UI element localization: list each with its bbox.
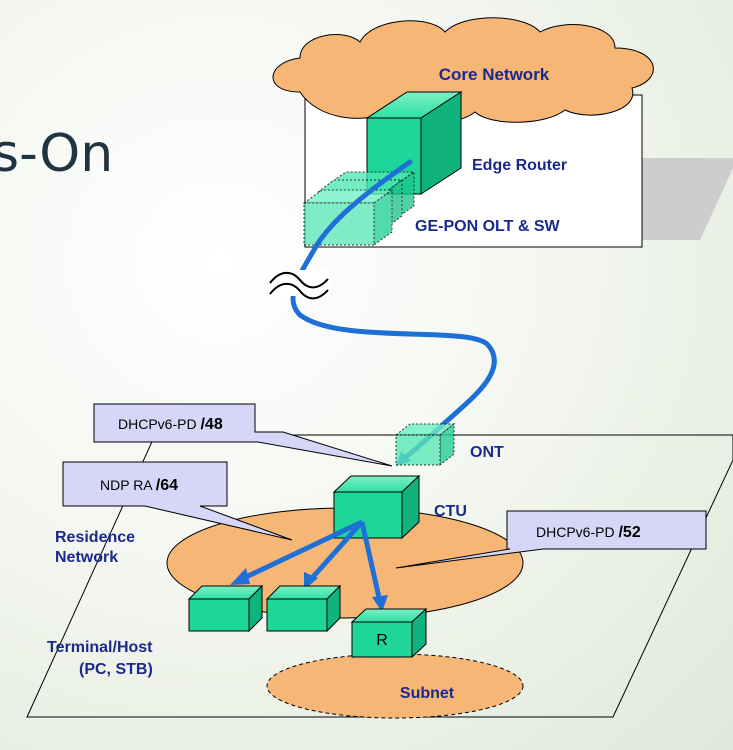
subnet-label: Subnet [400,685,455,702]
callout-dhcpv6-pd-52: DHCPv6-PD /52 [395,510,707,569]
olt-switch-label: GE-PON OLT & SW [415,218,560,235]
slide-title-fragment: s-On [0,124,114,184]
svg-text:DHCPv6-PD /48: DHCPv6-PD /48 [118,416,223,433]
ont-label: ONT [470,444,504,461]
terminal-host-label-line1: Terminal/Host [47,639,153,656]
residence-network-label-line2: Network [55,549,118,566]
ctu-label: CTU [434,503,467,520]
callout-dhcpv6-pd-48: DHCPv6-PD /48 [93,403,393,467]
callout-64-prefix: NDP RA [100,477,156,493]
line-break-symbol [268,270,330,300]
fiber-link [290,159,497,463]
subnet-area [266,653,524,719]
svg-text:DHCPv6-PD /52: DHCPv6-PD /52 [536,524,641,541]
callout-52-value: /52 [618,524,640,541]
edge-router-label: Edge Router [472,157,567,174]
callout-64-value: /64 [156,477,178,494]
ctu-device [332,474,421,540]
subnet-router-label: R [376,632,388,649]
ctu-distribution-arrows [242,519,383,603]
callout-ndp-ra-64: NDP RA /64 [62,461,293,541]
terminal-host-label-line2: (PC, STB) [79,661,153,678]
residence-floor-plane [26,434,733,718]
residence-network-label-line1: Residence [55,529,135,546]
ont-device [394,422,456,467]
terminal-host-device-2 [265,584,342,633]
core-network-label: Core Network [439,65,550,84]
subnet-router-device [350,607,428,659]
svg-text:NDP RA /64: NDP RA /64 [100,477,178,494]
callout-48-prefix: DHCPv6-PD [118,416,200,432]
callout-48-value: /48 [200,416,222,433]
callout-52-prefix: DHCPv6-PD [536,524,618,540]
terminal-host-device-1 [187,584,264,633]
